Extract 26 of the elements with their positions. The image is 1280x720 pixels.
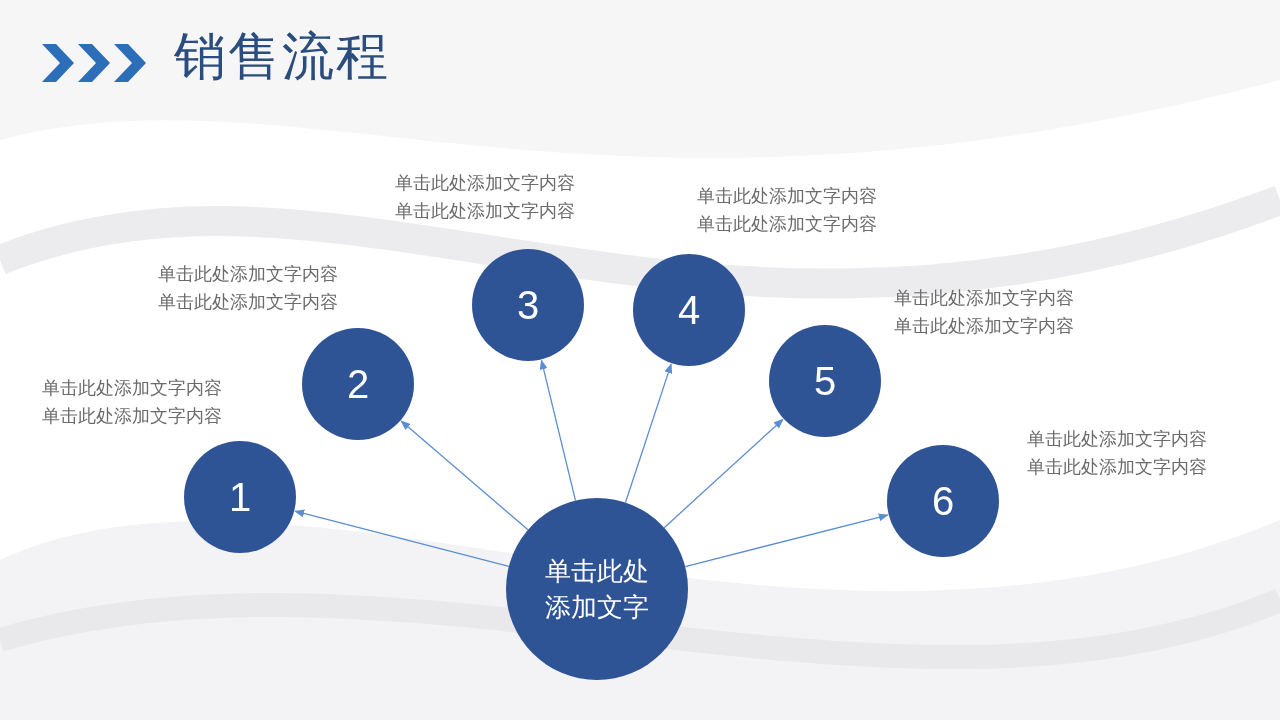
description-text: 单击此处添加文字内容	[697, 184, 877, 208]
description-text: 单击此处添加文字内容	[1027, 455, 1207, 479]
arrow	[400, 420, 529, 531]
title: 销售流程	[174, 25, 390, 88]
arrow	[539, 359, 577, 502]
arrow	[684, 513, 889, 568]
center-label: 单击此处添加文字	[544, 555, 650, 624]
description-text: 单击此处添加文字内容	[42, 376, 222, 400]
description-text: 单击此处添加文字内容	[395, 171, 575, 195]
description-text: 单击此处添加文字内容	[158, 262, 338, 286]
step-number: 6	[931, 478, 955, 525]
arrow	[663, 418, 784, 529]
description-text: 单击此处添加文字内容	[395, 199, 575, 223]
description-text: 单击此处添加文字内容	[42, 404, 222, 428]
step-number: 2	[346, 361, 370, 408]
step-number: 1	[228, 474, 252, 521]
description-text: 单击此处添加文字内容	[894, 314, 1074, 338]
arrow	[624, 363, 673, 504]
description-text: 单击此处添加文字内容	[894, 286, 1074, 310]
step-number: 5	[813, 358, 837, 405]
step-number: 3	[516, 282, 540, 329]
step-number: 4	[677, 287, 701, 334]
description-text: 单击此处添加文字内容	[158, 290, 338, 314]
description-text: 单击此处添加文字内容	[697, 212, 877, 236]
description-text: 单击此处添加文字内容	[1027, 427, 1207, 451]
arrow	[294, 509, 510, 567]
